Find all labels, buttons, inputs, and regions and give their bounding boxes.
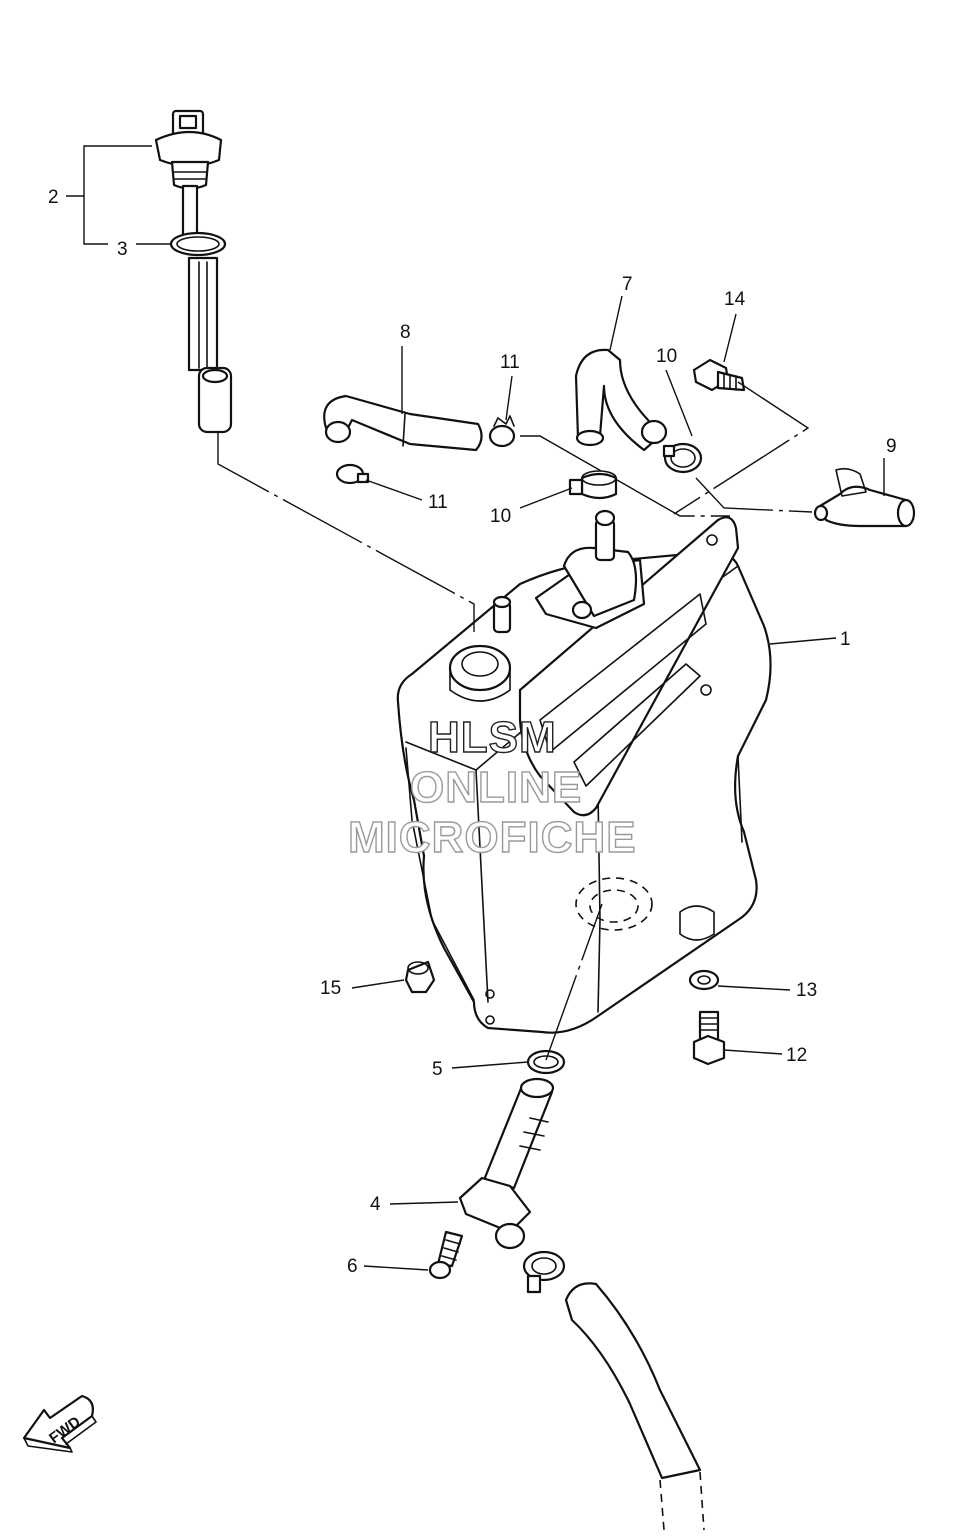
callout-10-lower: 10 [490,506,511,527]
callout-6: 6 [347,1256,358,1277]
callout-4: 4 [370,1194,381,1215]
drain-bolt-12 [692,1010,726,1066]
callout-5: 5 [432,1059,443,1080]
o-ring-3 [169,231,227,257]
fwd-arrow-icon: FWD [22,1394,97,1453]
callout-2: 2 [48,187,59,208]
watermark-line-3: MICROFICHE [348,813,637,862]
callout-9: 9 [886,436,897,457]
grommet-15 [404,960,436,994]
elbow-fitting-9 [813,467,916,528]
oil-strainer-4 [458,1077,555,1250]
callout-15: 15 [320,978,341,999]
callout-labels: 1 2 3 4 5 6 7 8 9 10 10 11 11 12 13 14 1… [48,187,897,1277]
lower-clamp [522,1250,566,1294]
lower-hose [564,1282,705,1531]
watermark-line-1: HLSM [428,713,557,762]
callout-8: 8 [400,322,411,343]
washer-13 [688,969,720,991]
callout-3: 3 [117,239,128,260]
callout-12: 12 [786,1045,807,1066]
screw-6 [428,1230,464,1280]
watermark-line-2: ONLINE [410,763,582,812]
leader-lines [66,145,885,1271]
hose-7 [574,348,668,452]
o-ring-5 [526,1049,566,1075]
clamp-11-lower [335,463,370,485]
assembly-lines [217,381,813,1061]
callout-14: 14 [724,289,746,310]
bolt-14 [692,358,746,392]
callout-11-lower: 11 [428,492,448,513]
callout-1: 1 [840,629,851,650]
clamp-11-upper [488,415,516,448]
callout-7: 7 [622,274,633,295]
hose-8 [323,394,483,452]
callout-11-upper: 11 [500,352,520,373]
clamp-10-upper [662,442,703,474]
callout-13: 13 [796,980,817,1001]
oil-level-sensor [154,109,233,434]
clamp-10-lower [568,470,618,500]
watermark: HLSM ONLINE MICROFICHE [347,712,637,862]
oil-tank-1 [396,509,772,1034]
callout-10-upper: 10 [656,346,677,367]
